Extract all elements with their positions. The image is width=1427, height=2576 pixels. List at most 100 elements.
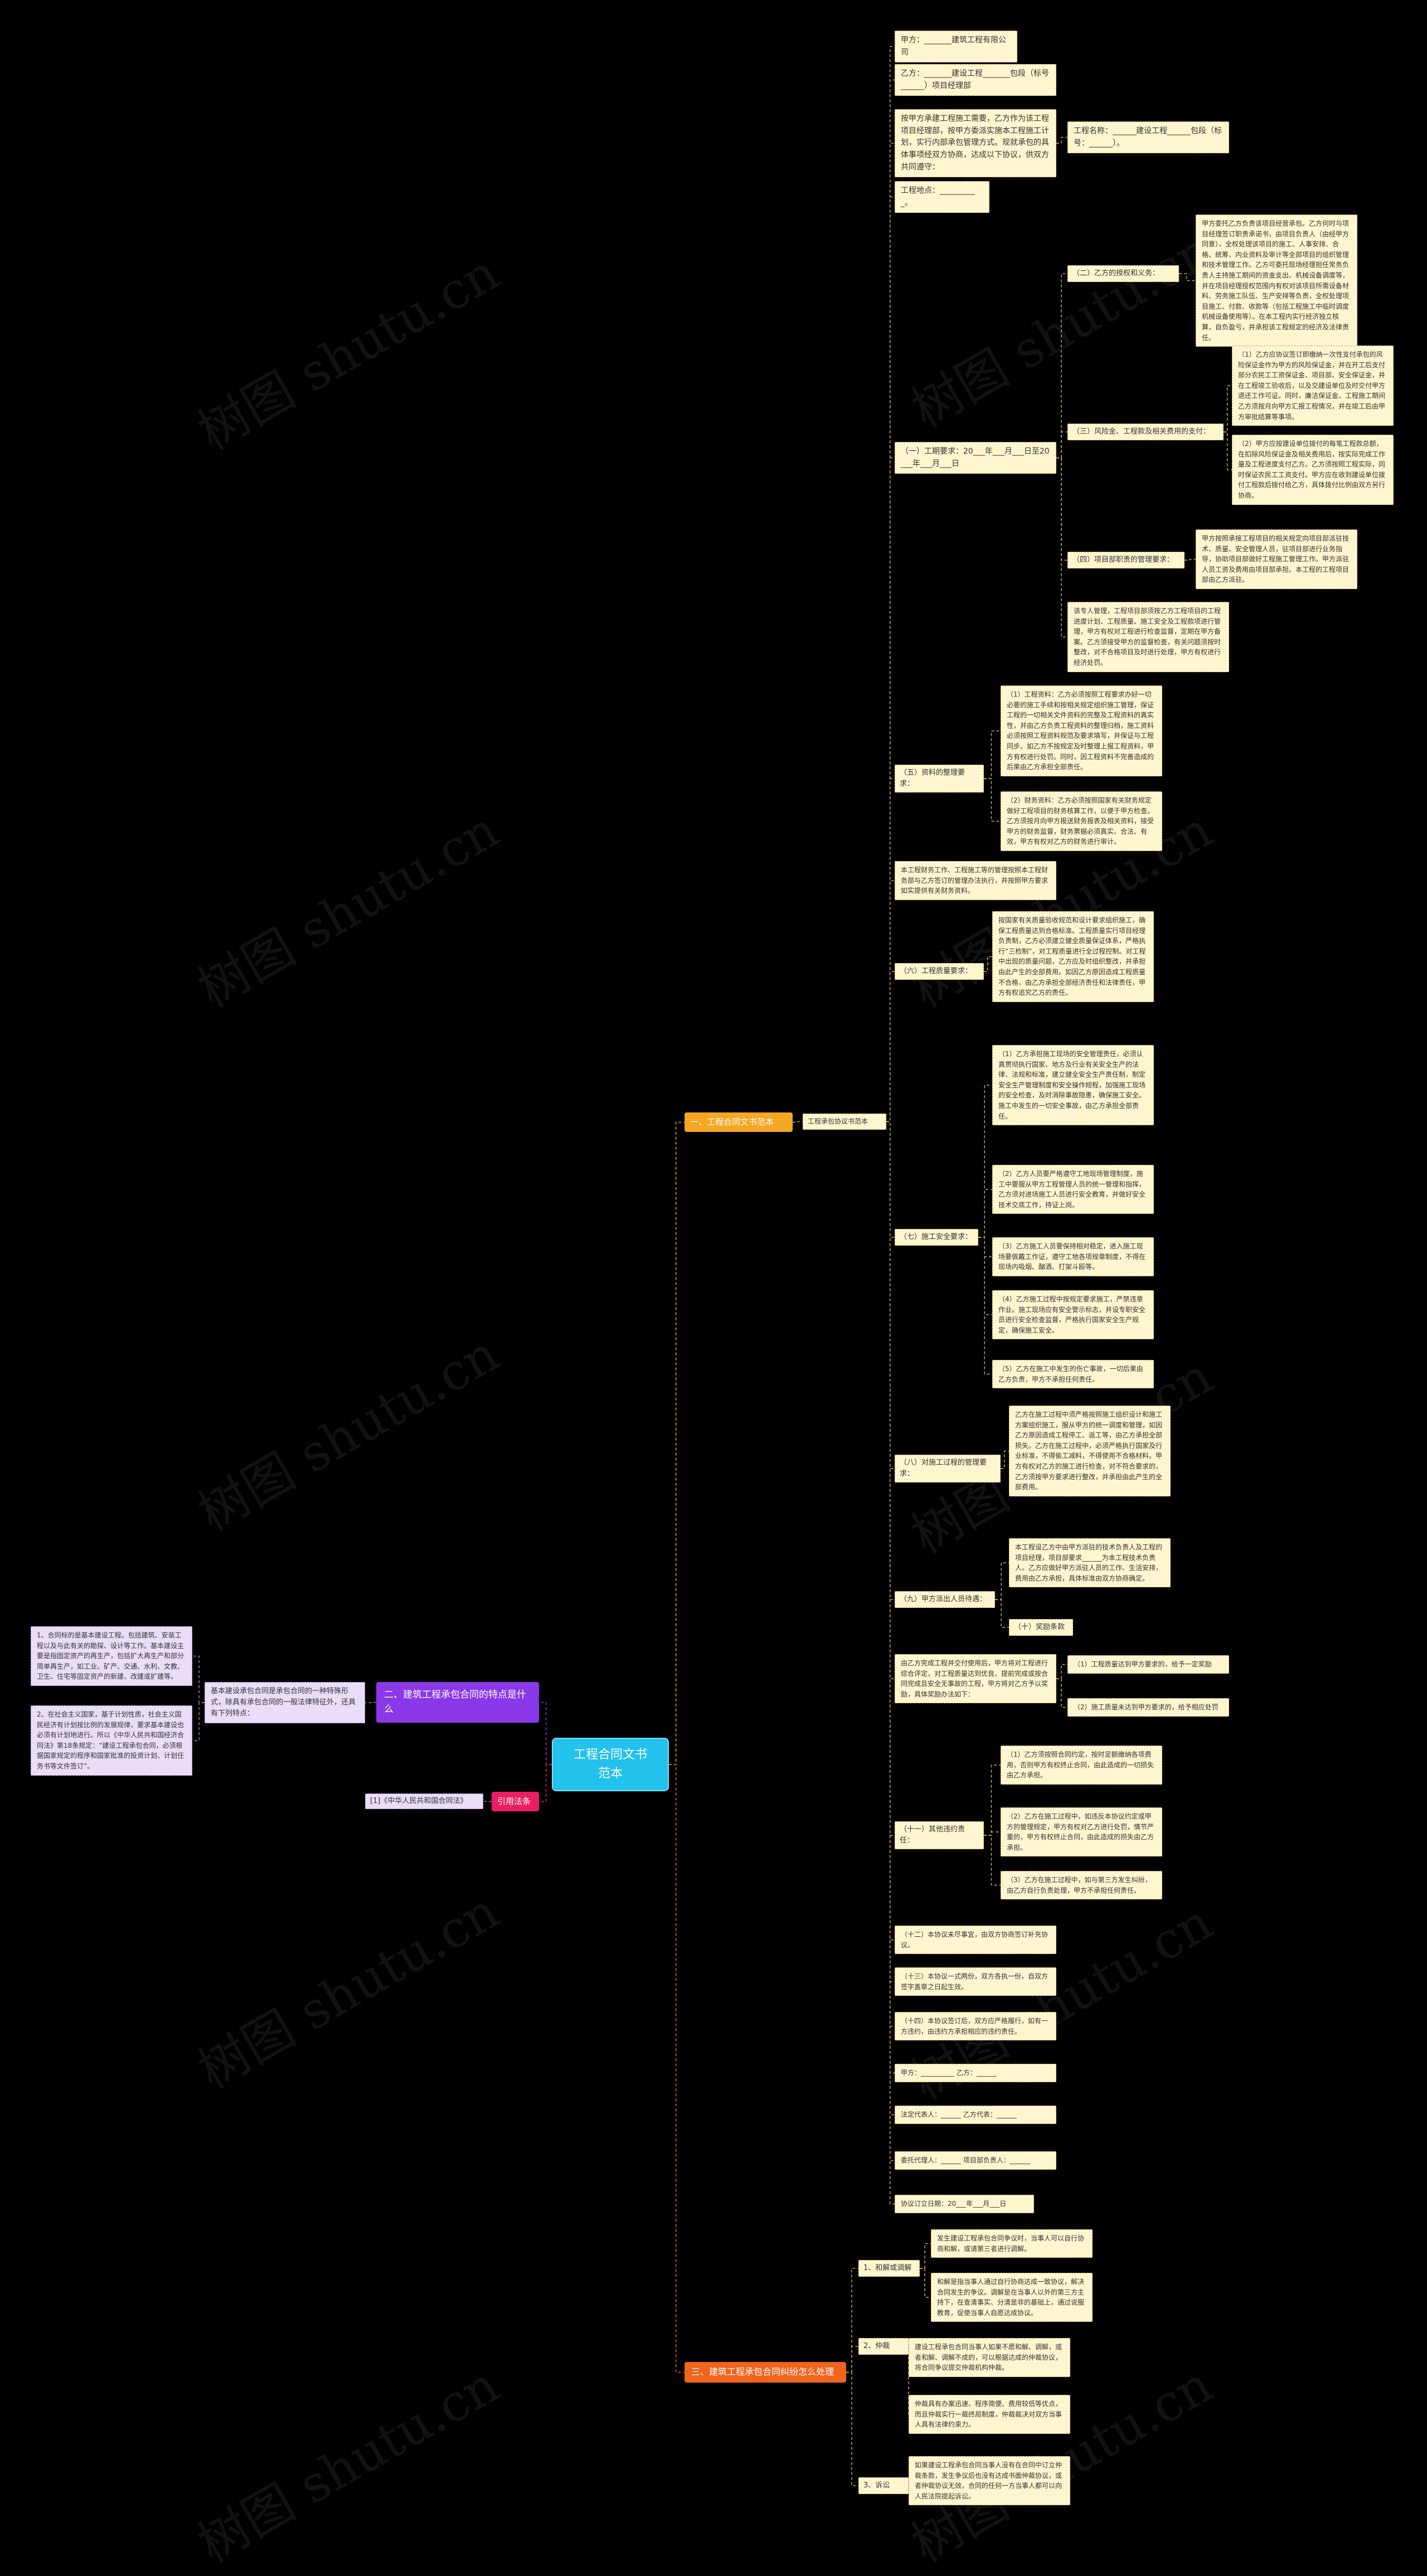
connector-line [920,2243,931,2269]
connector-line [1056,1664,1067,1679]
branch-features[interactable]: 二、建筑工程承包合同的特点是什么 [376,1682,539,1723]
dispute-method-2-text-2: 仲裁具有办案迅速、程序简便、费用较低等优点，而且仲裁实行一裁终局制度，仲裁裁决对… [909,2395,1070,2434]
clause-4-label: （四）项目部职责的管理要求： [1067,552,1185,569]
clause-3-item-1: （1）乙方应协议签订即缴纳一次性支付承包的风险保证金作为甲方的风险保证金，并在开… [1232,346,1394,426]
connector-line [1056,137,1067,144]
clause-11-item-1: （1）乙方须按照合同约定，按时足额缴纳各项费用，否则甲方有权终止合同，由此造成的… [1001,1746,1162,1785]
connector-line [984,1765,1001,1836]
connector-line [1056,457,1067,638]
connector-line [886,1121,895,2205]
connector-line [886,457,895,1122]
connector-line [1185,558,1196,561]
clause-5-note: 本工程财务工作、工程施工等的管理按照本工程财务部与乙方签订的管理办法执行，并按照… [895,861,1056,900]
connector-line [978,1237,992,1257]
connector-line [669,1764,685,2373]
clause-6-text: 按国家有关质量验收规范和设计要求组织施工，确保工程质量达到合格标准。工程质量实行… [992,911,1154,1002]
connector-line [1056,1678,1067,1708]
connector-line [846,2268,858,2373]
clause-2-label: （二）乙方的授权和义务： [1067,265,1179,283]
signature-representatives: 法定代表人：______ 乙方代表：______ [895,2106,1056,2124]
dispute-method-1-text-2: 和解是指当事人通过自行协商达成一致协议，解决合同发生的争议。调解是在当事人以外的… [931,2273,1093,2322]
connector-line [539,1702,552,1765]
connector-line [483,1801,492,1802]
connector-line [984,730,1001,779]
clause-13: （十三）本协议一式两份，双方各执一份，自双方签字盖章之日起生效。 [895,1967,1056,1996]
clause-9-label: （九）甲方派出人员待遇： [895,1591,995,1608]
connector-line [192,1702,205,1741]
connector-line [995,1562,1009,1600]
clause-2-text: 甲方委托乙方负责该项目经营承包。乙方何时与项目经理签订职责承诺书，由项目负责人（… [1196,215,1357,347]
clause-4-extra: 该专人管理，工程项目部须按乙方工程项目的工程进度计划、工程质量、施工安全及工程款… [1067,602,1229,672]
branch-contract-template[interactable]: 一、工程合同文书范本 [685,1112,793,1133]
connector-line [886,46,895,1122]
clause-5-label: （五）资料的整理要求： [895,765,984,793]
connector-line [846,2346,858,2373]
connector-line [984,956,992,972]
branch-legal-refs[interactable]: 引用法条 [492,1792,539,1812]
connector-line [995,1599,1009,1628]
clause-7-label: （七）施工安全要求： [895,1229,978,1246]
project-location: 工程地点：__________。 [895,181,989,213]
clause-7-item-1: （1）乙方承担施工现场的安全管理责任，必须认真贯彻执行国家、地方及行业有关安全生… [992,1045,1154,1126]
connector-line [1224,431,1232,470]
connector-line [920,2268,931,2298]
clause-12: （十二）本协议未尽事宜，由双方协商签订补充协议。 [895,1926,1056,1955]
project-name: 工程名称：______建设工程______包段（标号：______）。 [1067,121,1229,154]
dispute-method-2: 2、仲裁 [858,2338,909,2355]
features-intro: 基本建设承包合同是承包合同的一种特殊形式，除具有承包合同的一般法律特征外，还具有… [205,1682,365,1724]
dispute-method-3: 3、诉讼 [858,2477,909,2495]
connector-line [978,1085,992,1238]
connector-line [978,1189,992,1238]
dispute-method-2-text-1: 建设工程承包合同当事人如果不愿和解、调解，或者和解、调解不成的，可以根据达成的仲… [909,2338,1070,2377]
connector-line [984,778,1001,822]
clause-7-item-3: （3）乙方施工人员要保持相对稳定，进入施工现场要佩戴工作证，遵守工地各项规章制度… [992,1237,1154,1276]
feature-item-1: 1、合同标的是基本建设工程。包括建筑、安装工程以及与此有关的勘探、设计等工作。基… [31,1626,192,1686]
connector-line [1224,385,1232,432]
clause-11-item-2: （2）乙方在施工过程中，如违反本协议约定或甲方的管理规定，甲方有权对乙方进行处罚… [1001,1807,1162,1857]
clause-10-item-1: （1）工程质量达到甲方要求的，给予一定奖励 [1067,1655,1229,1674]
party-b: 乙方：_______建设工程_______包段（标号______）项目经理部 [895,64,1056,96]
clause-7-item-4: （4）乙方施工过程中按规定要求施工，严禁违章作业。施工现场应有安全警示标志，并设… [992,1290,1154,1340]
clause-3-label: （三）风险金、工程款及相关费用的支付： [1067,424,1224,441]
signature-agents: 委托代理人：______ 项目部负责人：______ [895,2151,1056,2170]
connector-line [984,1835,1001,1886]
branch-dispute-resolution[interactable]: 三、建筑工程承包合同纠纷怎么处理 [685,2362,846,2383]
clause-9-text: 本工程设乙方中由甲方派驻的技术负责人及工程的项目经理，项目部要求______为本… [1009,1538,1171,1588]
connector-line [1056,273,1067,459]
connector-line [1001,1450,1009,1469]
connector-line [192,1655,205,1703]
clause-7-item-2: （2）乙方人员要严格遵守工地现场管理制度，施工中要服从甲方工程管理人员的统一管理… [992,1165,1154,1214]
clause-6-label: （六）工程质量要求： [895,963,984,980]
clause-10-text: 由乙方完成工程并交付使用后，甲方将对工程进行综合评定，对工程质量达到优良、提前完… [895,1654,1056,1704]
root-node[interactable]: 工程合同文书范本 [552,1738,669,1792]
connector-line [1056,457,1067,561]
connector-line [886,971,895,1122]
connector-line [1179,273,1196,281]
clause-10-item-2: （2）施工质量未达到甲方要求的，给予相应处罚 [1067,1698,1229,1717]
clause-11-label: （十一）其他违约责任： [895,1821,984,1850]
connector-line [978,1237,992,1315]
clause-11-item-3: （3）乙方在施工过程中，如与第三方发生纠纷，由乙方自行负责处理，甲方不承担任何责… [1001,1871,1162,1900]
clause-5-item-1: （1）工程资料：乙方必须按照工程要求办好一切必要的施工手续和按相关规定组织施工管… [1001,686,1162,776]
connector-line [886,880,895,1122]
clause-8-text: 乙方在施工过程中须严格按照施工组织设计和施工方案组织施工，服从甲方的统一调度和管… [1009,1406,1171,1496]
clause-7-item-5: （5）乙方在施工中发生的伤亡事故，一切后果由乙方负责，甲方不承担任何责任。 [992,1360,1154,1389]
connector-line [846,2371,858,2486]
dispute-method-3-text-1: 如果建设工程承包合同当事人没有在合同中订立仲裁条款，发生争议后也没有达成书面仲裁… [909,2456,1070,2506]
clause-8-label: （八）对施工过程的管理要求： [895,1455,1001,1483]
clause-3-item-2: （2）甲方应按建设单位拨付的每笔工程款总额，在扣除风险保证金及相关费用后，按实际… [1232,435,1394,505]
preamble: 按甲方承建工程施工需要，乙方作为该工程项目经理部，按甲方委派实施本工程施工计划，… [895,109,1056,178]
connector-line [1056,431,1067,459]
connector-line [978,1237,992,1375]
clause-4-text: 甲方按照承接工程项目的相关规定向项目部派驻技术、质量、安全管理人员，驻项目部进行… [1196,529,1357,589]
legal-ref-item: [1]《中华人民共和国合同法》 [365,1794,483,1810]
signing-date: 协议订立日期：20___年___月___日 [895,2195,1034,2213]
party-a: 甲方：_______建筑工程有限公司 [895,31,1017,63]
connector-line [669,1121,685,1765]
signature-parties: 甲方：__________ 乙方：______ [895,2064,1056,2082]
connector-line [984,1831,1001,1836]
feature-item-2: 2、在社会主义国家，基于计划性质，社会主义国民经济有计划按比例的发展规律，要求基… [31,1705,192,1776]
clause-1-period: （一）工期要求：20___年___月___日至20___年___月___日 [895,442,1056,474]
dispute-method-1-text-1: 发生建设工程承包合同争议时，当事人可以自行协商和解，或请第三者进行调解。 [931,2229,1093,2258]
